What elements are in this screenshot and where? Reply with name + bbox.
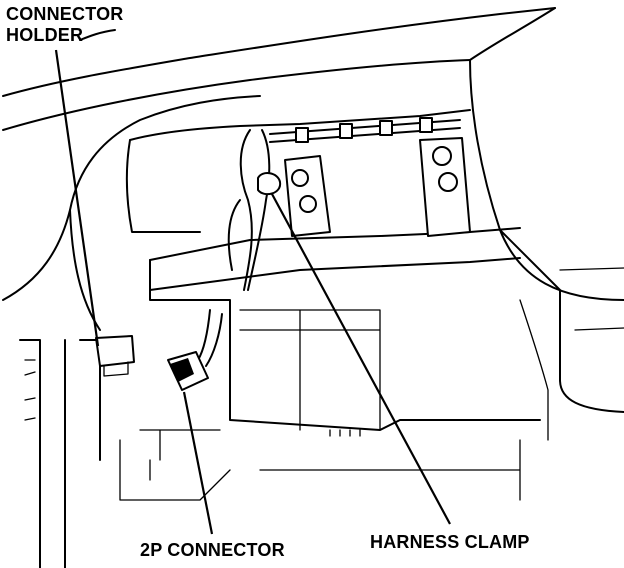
- harness-wire-b: [247, 129, 271, 291]
- connector-holder-label-line2: HOLDER: [6, 25, 84, 45]
- connector-holder-tab: [103, 361, 129, 377]
- connector-holder-label: CONNECTOR HOLDER: [6, 4, 123, 46]
- harness-clamp: [257, 172, 282, 196]
- leader-harness-clamp: [271, 193, 451, 525]
- bracket-base-detail: [239, 309, 381, 431]
- harness-wire-a: [239, 129, 253, 291]
- bracket-upper-frame: [129, 109, 471, 141]
- harness-lower-run: [197, 309, 211, 361]
- 2p-connector-face: [170, 358, 194, 382]
- rod-clip-3: [379, 120, 393, 136]
- right-boss-bolt-1: [432, 146, 452, 166]
- left-trim-curve: [69, 209, 101, 331]
- left-boss-bolt-1: [291, 169, 309, 187]
- left-vertical-panel: [19, 339, 41, 568]
- right-panel-lower: [499, 229, 624, 413]
- harness-clamp-label: HARNESS CLAMP: [370, 532, 530, 552]
- harness-wire-c: [227, 199, 241, 271]
- right-panel-detail: [519, 299, 549, 441]
- dash-upper-ledge: [79, 29, 116, 41]
- leader-connector-holder: [54, 49, 100, 347]
- bracket-base-left: [149, 259, 201, 301]
- right-boss-bolt-2: [438, 172, 458, 192]
- leader-2p-connector: [182, 391, 214, 535]
- lower-console-edge-2: [139, 429, 221, 481]
- rod-clip-4: [419, 117, 433, 133]
- bracket-lower-beam: [149, 227, 521, 261]
- rod-clip-1: [295, 127, 309, 143]
- bracket-left-arm: [125, 139, 201, 233]
- rod-clip-2: [339, 123, 353, 139]
- bracket-base-front: [179, 299, 541, 431]
- lower-console-edge: [119, 439, 521, 501]
- right-panel-curve: [469, 7, 556, 61]
- left-boss-bolt-2: [299, 195, 317, 213]
- connector-holder-label-line1: CONNECTOR: [6, 4, 124, 24]
- harness-lower-run-2: [205, 313, 223, 367]
- right-panel-front: [469, 59, 624, 301]
- dash-top-inner: [2, 59, 471, 131]
- left-panel-hatch: [24, 359, 36, 421]
- bracket-lower-beam-2: [149, 257, 521, 291]
- bracket-teeth: [329, 429, 361, 437]
- left-lower-edge: [79, 339, 101, 461]
- connector-holder-body: [95, 335, 135, 367]
- 2p-connector-label: 2P CONNECTOR: [140, 540, 285, 560]
- left-trim-outline: [2, 95, 261, 301]
- dash-top-outline: [2, 7, 556, 97]
- right-edge-block: [559, 267, 624, 331]
